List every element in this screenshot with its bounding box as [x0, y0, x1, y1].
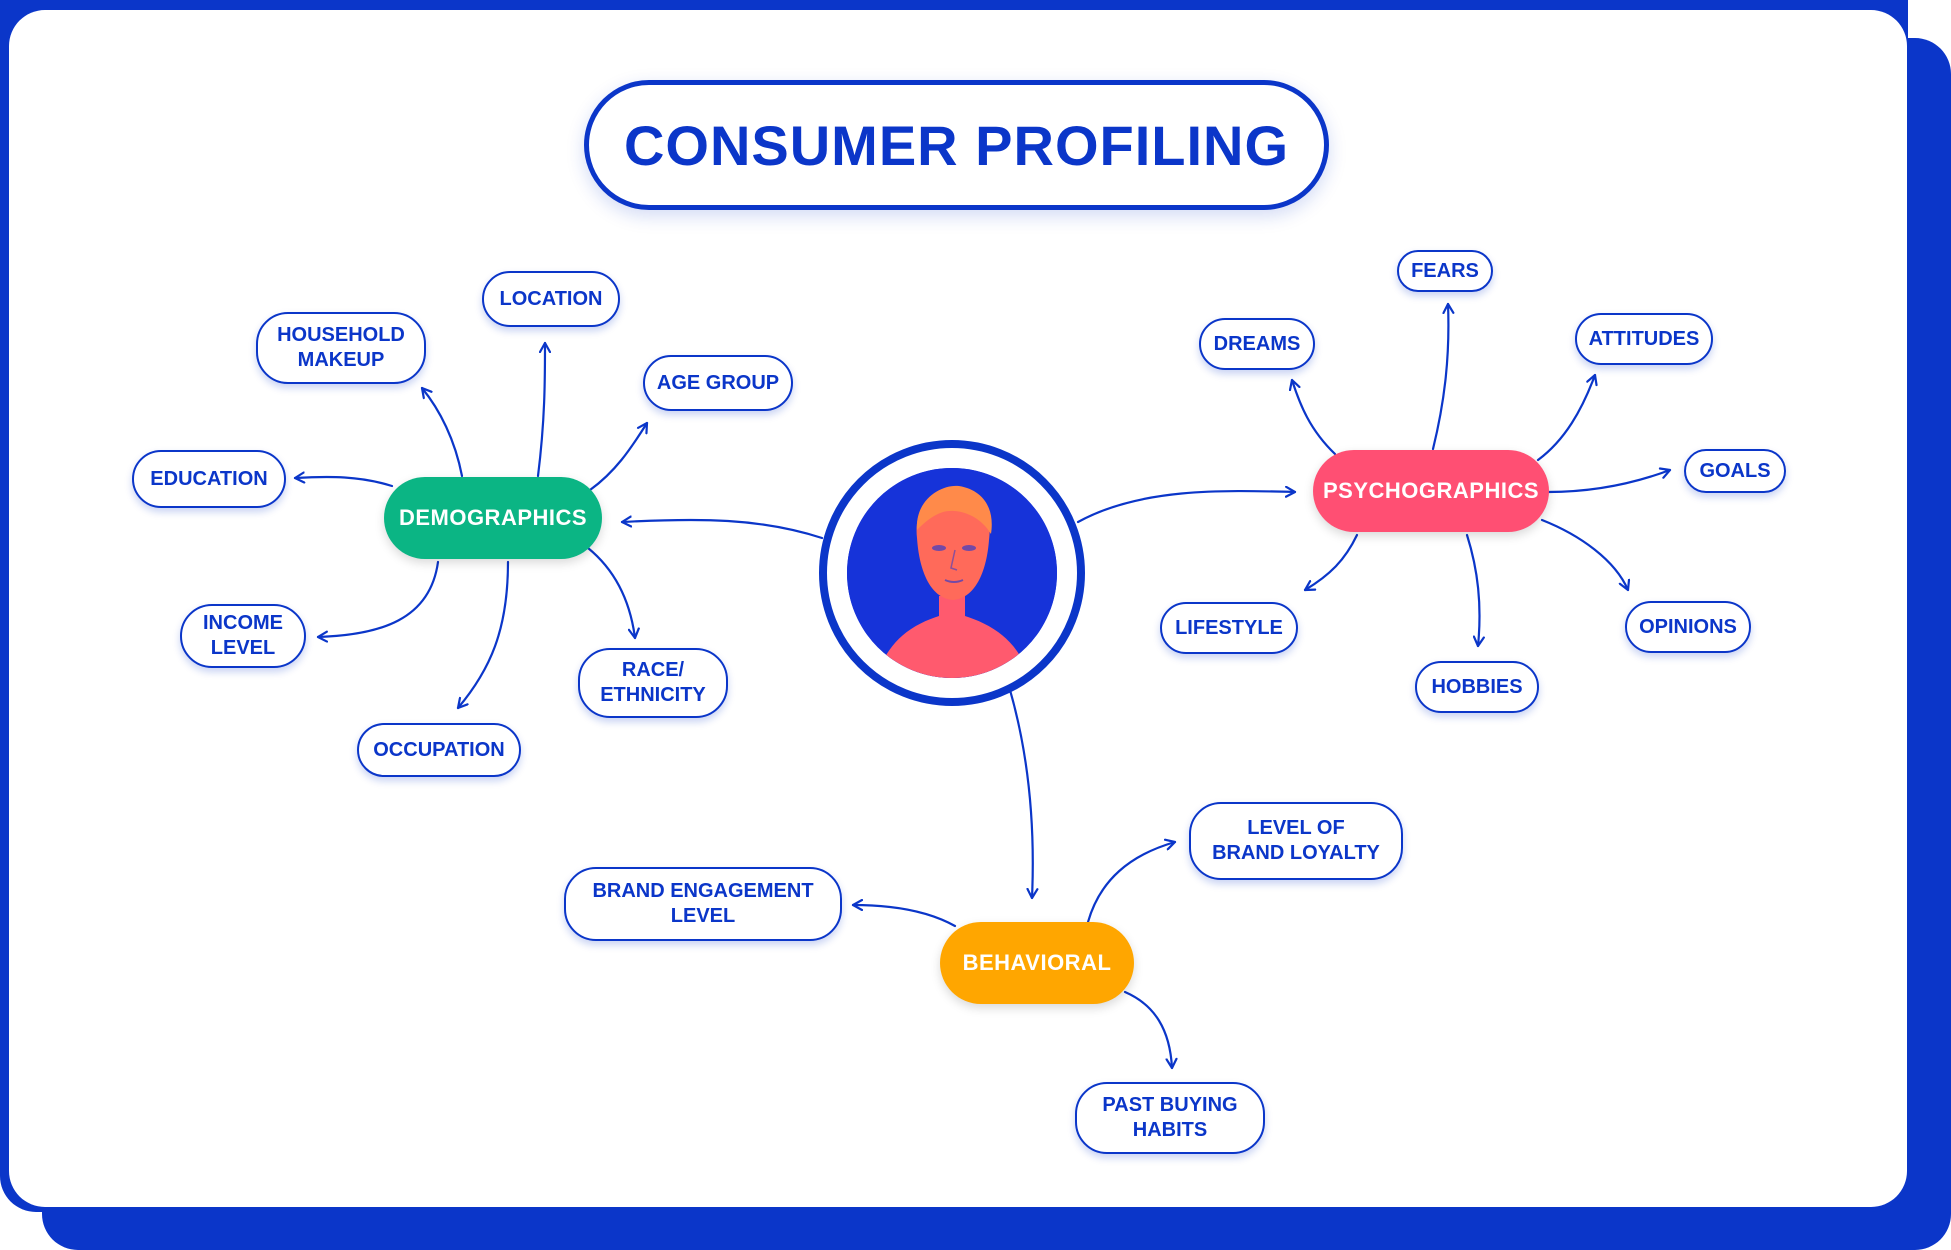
person-portrait-icon — [847, 468, 1057, 678]
leaf-lifestyle: LIFESTYLE — [1160, 602, 1298, 654]
center-portrait — [819, 440, 1085, 706]
leaf-opinions: OPINIONS — [1625, 601, 1751, 653]
leaf-dreams: DREAMS — [1199, 318, 1315, 370]
leaf-attitudes: ATTITUDES — [1575, 313, 1713, 365]
arrow-to-hobbies — [1465, 533, 1480, 648]
leaf-goals: GOALS — [1684, 449, 1786, 493]
leaf-household-makeup: HOUSEHOLD MAKEUP — [256, 312, 426, 384]
leaf-age-group: AGE GROUP — [643, 355, 793, 411]
demographics-label: DEMOGRAPHICS — [398, 505, 588, 530]
category-behavioral: BEHAVIORAL — [940, 922, 1134, 1004]
arrow-center-to-demographics — [620, 520, 824, 540]
arrow-to-brand-loyalty — [1086, 842, 1177, 924]
arrow-to-occupation — [456, 560, 510, 710]
arrow-to-goals — [1546, 470, 1672, 494]
category-demographics: DEMOGRAPHICS — [384, 477, 602, 559]
leaf-location: LOCATION — [482, 271, 620, 327]
leaf-income-level: INCOME LEVEL — [180, 604, 306, 668]
arrow-to-education — [293, 477, 394, 488]
category-psychographics: PSYCHOGRAPHICS — [1313, 450, 1549, 532]
leaf-past-buying-habits: PAST BUYING HABITS — [1075, 1082, 1265, 1154]
arrow-center-to-psychographics — [1076, 491, 1297, 524]
arrow-to-fears — [1431, 302, 1448, 451]
leaf-occupation: OCCUPATION — [357, 723, 521, 777]
leaf-brand-engagement: BRAND ENGAGEMENT LEVEL — [564, 867, 842, 941]
leaf-race-ethnicity: RACE/ ETHNICITY — [578, 648, 728, 718]
behavioral-label: BEHAVIORAL — [962, 950, 1112, 975]
arrow-to-race-ethnicity — [586, 546, 635, 640]
arrow-center-to-behavioral — [1008, 688, 1033, 900]
arrow-to-dreams — [1292, 378, 1337, 456]
title-pill: CONSUMER PROFILING — [584, 80, 1329, 210]
arrow-to-location — [536, 341, 545, 478]
leaf-brand-loyalty: LEVEL OF BRAND LOYALTY — [1189, 802, 1403, 880]
arrow-to-attitudes — [1536, 373, 1595, 462]
arrow-to-household-makeup — [420, 386, 464, 478]
arrow-to-income-level — [316, 560, 440, 637]
leaf-education: EDUCATION — [132, 450, 286, 508]
arrow-to-age-group — [588, 421, 649, 492]
arrow-to-past-buying-habits — [1123, 990, 1172, 1070]
arrow-to-opinions — [1540, 518, 1628, 592]
leaf-hobbies: HOBBIES — [1415, 661, 1539, 713]
psychographics-label: PSYCHOGRAPHICS — [1322, 478, 1540, 503]
portrait-photo — [847, 468, 1057, 678]
arrow-to-lifestyle — [1303, 533, 1359, 592]
arrow-to-brand-engagement — [851, 905, 957, 928]
leaf-fears: FEARS — [1397, 250, 1493, 292]
page-title: CONSUMER PROFILING — [623, 113, 1290, 177]
